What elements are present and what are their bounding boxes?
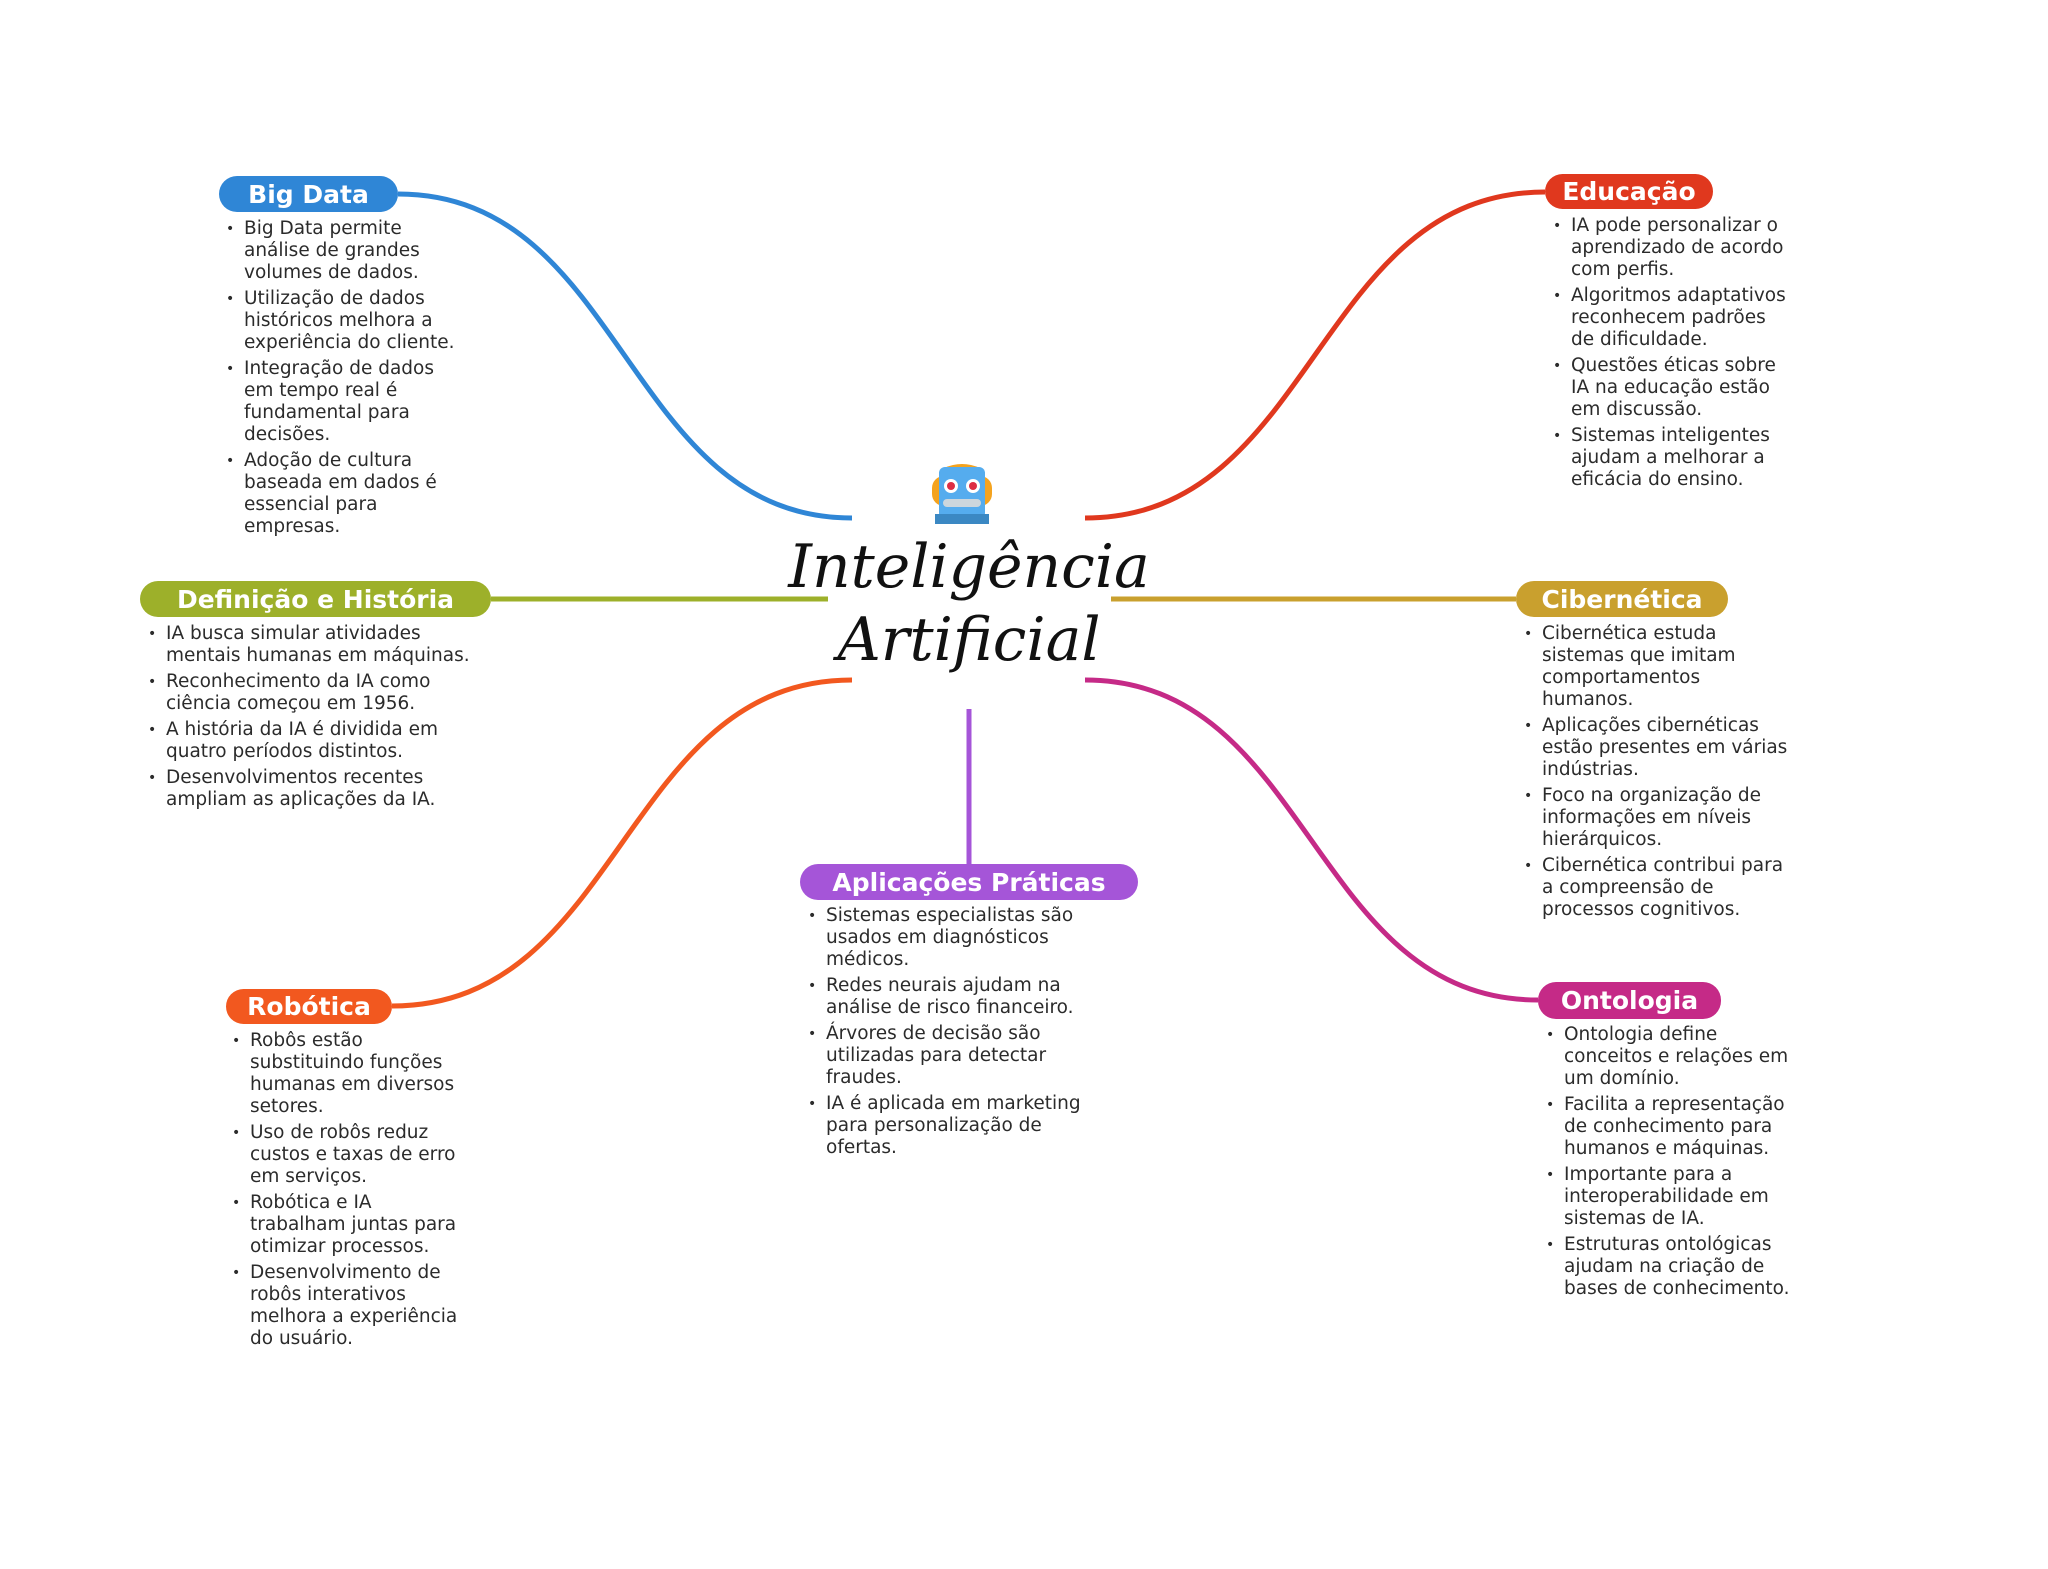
list-item: Cibernética estuda sistemas que imitam c… [1524,623,1789,711]
list-item: Reconhecimento da IA como ciência começo… [148,671,498,715]
list-item: Adoção de cultura baseada em dados é ess… [226,450,466,538]
list-item: Questões éticas sobre IA na educação est… [1553,355,1793,421]
connector-robotica [391,677,853,1009]
list-item: Importante para a interoperabilidade em … [1546,1164,1796,1230]
list-item: Desenvolvimentos recentes ampliam as apl… [148,767,498,811]
topic-robotica[interactable]: Robótica [226,989,392,1024]
connector-big-data [397,191,853,521]
list-item: Sistemas inteligentes ajudam a melhorar … [1553,425,1793,491]
list-item: Integração de dados em tempo real é fund… [226,358,466,446]
list-item: Cibernética contribui para a compreensão… [1524,855,1789,921]
topic-cibernetica[interactable]: Cibernética [1516,581,1728,617]
robotica-list: Robôs estão substituindo funções humanas… [232,1030,472,1354]
connector-educacao [1084,189,1546,521]
list-item: IA busca simular atividades mentais huma… [148,623,498,667]
list-item: A história da IA é dividida em quatro pe… [148,719,498,763]
definicao-list: IA busca simular atividades mentais huma… [148,623,498,815]
central-title-line2: Artificial [837,605,1101,675]
topic-aplicacoes-praticas[interactable]: Aplicações Práticas [800,864,1138,900]
list-item: IA pode personalizar o aprendizado de ac… [1553,215,1793,281]
big-data-list: Big Data permite análise de grandes volu… [226,218,466,542]
list-item: Aplicações cibernéticas estão presentes … [1524,715,1789,781]
list-item: Robótica e IA trabalham juntas para otim… [232,1192,472,1258]
topic-big-data[interactable]: Big Data [219,176,398,212]
cibernetica-list: Cibernética estuda sistemas que imitam c… [1524,623,1789,925]
list-item: Uso de robôs reduz custos e taxas de err… [232,1122,472,1188]
topic-definicao-historia[interactable]: Definição e História [140,581,491,617]
list-item: Utilização de dados históricos melhora a… [226,288,466,354]
list-item: Sistemas especialistas são usados em dia… [808,905,1108,971]
aplicacoes-list: Sistemas especialistas são usados em dia… [808,905,1108,1163]
list-item: Estruturas ontológicas ajudam na criação… [1546,1234,1796,1300]
list-item: Foco na organização de informações em ní… [1524,785,1789,851]
list-item: IA é aplicada em marketing para personal… [808,1093,1108,1159]
connector-ontologia [1084,677,1539,1003]
topic-educacao[interactable]: Educação [1545,174,1713,209]
list-item: Robôs estão substituindo funções humanas… [232,1030,472,1118]
robot-icon [932,464,992,524]
list-item: Algoritmos adaptativos reconhecem padrõe… [1553,285,1793,351]
list-item: Redes neurais ajudam na análise de risco… [808,975,1108,1019]
ontologia-list: Ontologia define conceitos e relações em… [1546,1024,1796,1304]
list-item: Facilita a representação de conhecimento… [1546,1094,1796,1160]
list-item: Árvores de decisão são utilizadas para d… [808,1023,1108,1089]
central-title-line1: Inteligência [788,532,1150,602]
topic-ontologia[interactable]: Ontologia [1538,982,1721,1019]
list-item: Desenvolvimento de robôs interativos mel… [232,1262,472,1350]
list-item: Ontologia define conceitos e relações em… [1546,1024,1796,1090]
list-item: Big Data permite análise de grandes volu… [226,218,466,284]
educacao-list: IA pode personalizar o aprendizado de ac… [1553,215,1793,495]
